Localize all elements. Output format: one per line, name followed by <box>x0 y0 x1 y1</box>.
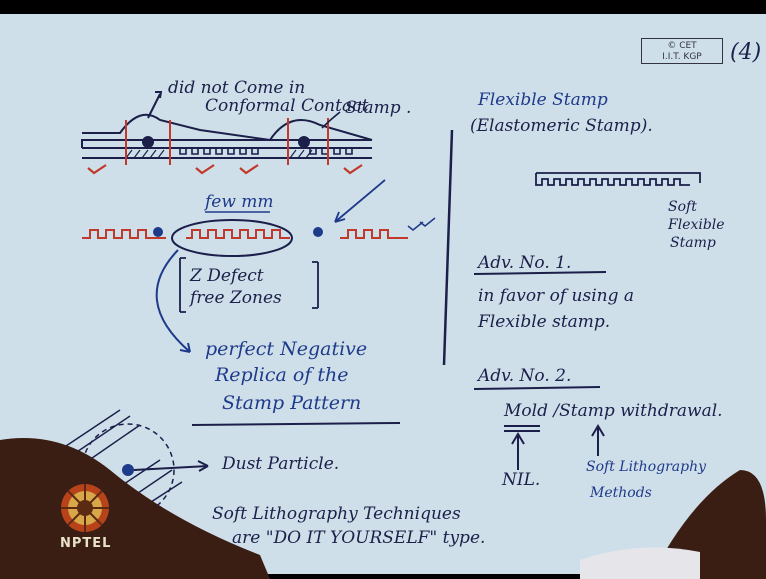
text-soft-litho-2: Methods <box>590 485 652 501</box>
dust-particle-1 <box>142 136 154 148</box>
adv1-line2: Flexible stamp. <box>478 312 611 332</box>
curved-arrow-to-replica <box>155 249 191 353</box>
substrate-teeth-line <box>82 229 408 239</box>
dust-particle-2 <box>298 136 310 148</box>
arrow-to-particle <box>334 179 386 223</box>
adv1-title: Adv. No. 1. <box>478 253 572 273</box>
stamp-teeth-marks <box>179 147 353 155</box>
adv2-line: Mold /Stamp withdrawal. <box>504 401 723 421</box>
text-soft: Soft <box>668 199 697 215</box>
nptel-logo <box>61 484 109 532</box>
copyright-badge: © CET I.I.T. KGP <box>641 38 723 64</box>
text-nil: NIL. <box>502 470 541 490</box>
defect-free-zone-ellipse <box>171 219 293 257</box>
text-perfect-2: Replica of the <box>215 364 349 386</box>
badge-line-2: I.I.T. KGP <box>662 52 702 62</box>
badge-line-1: © CET <box>667 41 697 51</box>
arrow-did-not-come <box>147 93 161 119</box>
text-defect-free-2: free Zones <box>190 288 282 308</box>
text-perfect-3: Stamp Pattern <box>222 392 362 414</box>
text-stamp-right: Stamp <box>670 235 716 251</box>
adv2-title: Adv. No. 2. <box>478 366 572 386</box>
text-did-not-come: did not Come in <box>168 78 306 98</box>
text-conformal-contact: Conformal Contact <box>205 96 369 116</box>
bottom-line-2: are "DO IT YOURSELF" type. <box>232 528 486 548</box>
check-marks <box>87 164 363 175</box>
text-defect-free-1: Z Defect <box>190 266 264 286</box>
text-stamp: Stamp . <box>345 98 412 118</box>
text-few-mm: few mm <box>205 192 274 212</box>
hand-foreground <box>0 438 270 579</box>
text-flexible: Flexible <box>668 217 725 233</box>
text-perfect-1: perfect Negative <box>205 338 368 360</box>
page-number: (4) <box>730 40 762 65</box>
text-flexible-stamp: Flexible Stamp <box>478 90 608 110</box>
center-divider <box>442 129 454 366</box>
flexible-stamp-drawing <box>535 172 701 186</box>
text-soft-litho-1: Soft Lithography <box>586 459 707 475</box>
nptel-label: NPTEL <box>60 536 112 551</box>
text-dust-particle: Dust Particle. <box>222 454 340 474</box>
bottom-line-1: Soft Lithography Techniques <box>212 504 461 524</box>
adv1-line1: in favor of using a <box>478 286 634 306</box>
text-elastomeric-stamp: (Elastomeric Stamp). <box>470 116 653 136</box>
stamp-upper-profile <box>82 113 373 142</box>
